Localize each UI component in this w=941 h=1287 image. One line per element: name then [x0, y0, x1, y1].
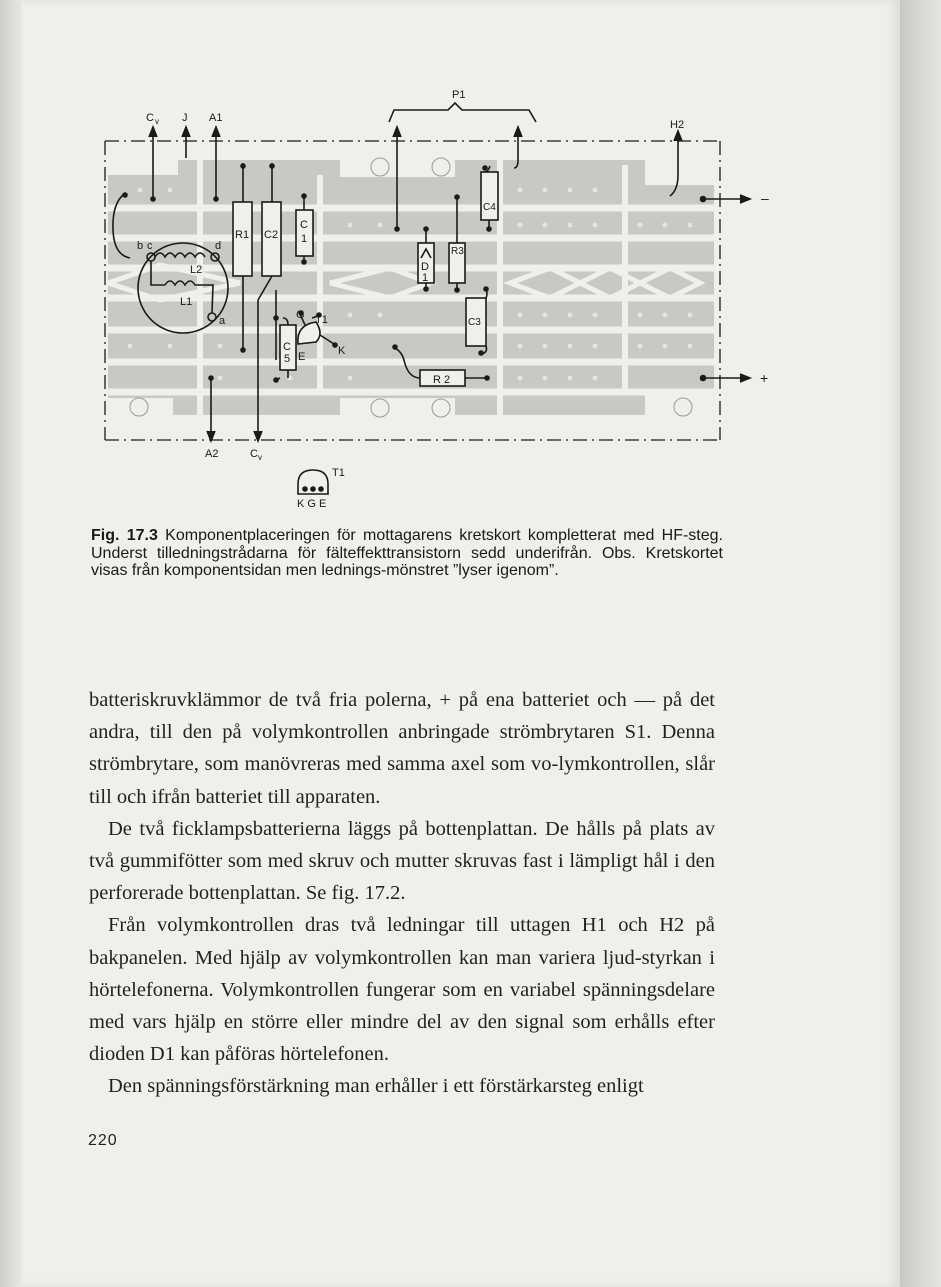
label-k: K	[338, 345, 346, 357]
label-h2: H2	[670, 119, 684, 131]
label-d1a: D	[421, 261, 429, 273]
label-c1b: 1	[301, 233, 307, 245]
figure-labels: C v J A1 P1 H2 – + A2 C v b c d a L1 L2 …	[137, 89, 769, 510]
label-b: b	[137, 240, 143, 252]
label-cv-top: C	[146, 112, 154, 124]
label-j: J	[182, 112, 188, 124]
board-outline	[104, 140, 721, 441]
components	[112, 101, 753, 495]
label-plus: +	[760, 370, 768, 386]
label-a: a	[219, 315, 226, 327]
board-copper-pattern	[100, 155, 715, 418]
label-c3: C3	[468, 317, 481, 328]
label-d: d	[215, 240, 221, 252]
label-d1b: 1	[422, 272, 428, 284]
figure-number: Fig. 17.3	[91, 527, 158, 544]
label-l1: L1	[180, 296, 192, 308]
label-g: G	[296, 309, 305, 321]
legend-t1: T1	[332, 467, 345, 479]
legend-kge: K G E	[297, 498, 326, 510]
label-t1: T1	[315, 314, 328, 326]
label-r3: R3	[451, 246, 464, 257]
caption-text: Komponentplaceringen för mottagarens kre…	[91, 527, 723, 579]
label-r1: R1	[235, 229, 249, 241]
label-c4: C4	[483, 202, 496, 213]
circuit-board-figure: C v J A1 P1 H2 – + A2 C v b c d a L1 L2 …	[100, 89, 769, 510]
label-c: c	[147, 240, 153, 252]
next-page-edge	[900, 0, 941, 1287]
figure-caption: Fig. 17.3 Komponentplaceringen för motta…	[91, 527, 723, 580]
paragraph-4: Den spänningsförstärkning man erhåller i…	[108, 1075, 644, 1098]
label-cv-bottom: C	[250, 448, 258, 460]
label-e: E	[298, 351, 305, 363]
label-l2: L2	[190, 264, 202, 276]
label-p1: P1	[452, 89, 465, 101]
page-number: 220	[88, 1132, 118, 1149]
binding-shadow	[0, 0, 22, 1287]
label-cv-bottom-sub: v	[258, 453, 262, 462]
label-c1a: C	[300, 219, 308, 231]
label-c2: C2	[264, 229, 278, 241]
label-r2: R 2	[433, 374, 450, 386]
paragraph-1: batteriskruvklämmor de två fria polerna,…	[89, 689, 715, 808]
label-a2: A2	[205, 448, 218, 460]
label-c5a: C	[283, 341, 291, 353]
paragraph-3: Från volymkontrollen dras två ledningar …	[89, 914, 715, 1066]
label-c5b: 5	[284, 353, 290, 365]
label-a1: A1	[209, 112, 222, 124]
paragraph-2: De två ficklampsbatterierna läggs på bot…	[89, 817, 715, 905]
body-text: batteriskruvklämmor de två fria polerna,…	[89, 684, 715, 1103]
label-cv-top-sub: v	[155, 117, 159, 126]
label-minus: –	[761, 190, 769, 206]
